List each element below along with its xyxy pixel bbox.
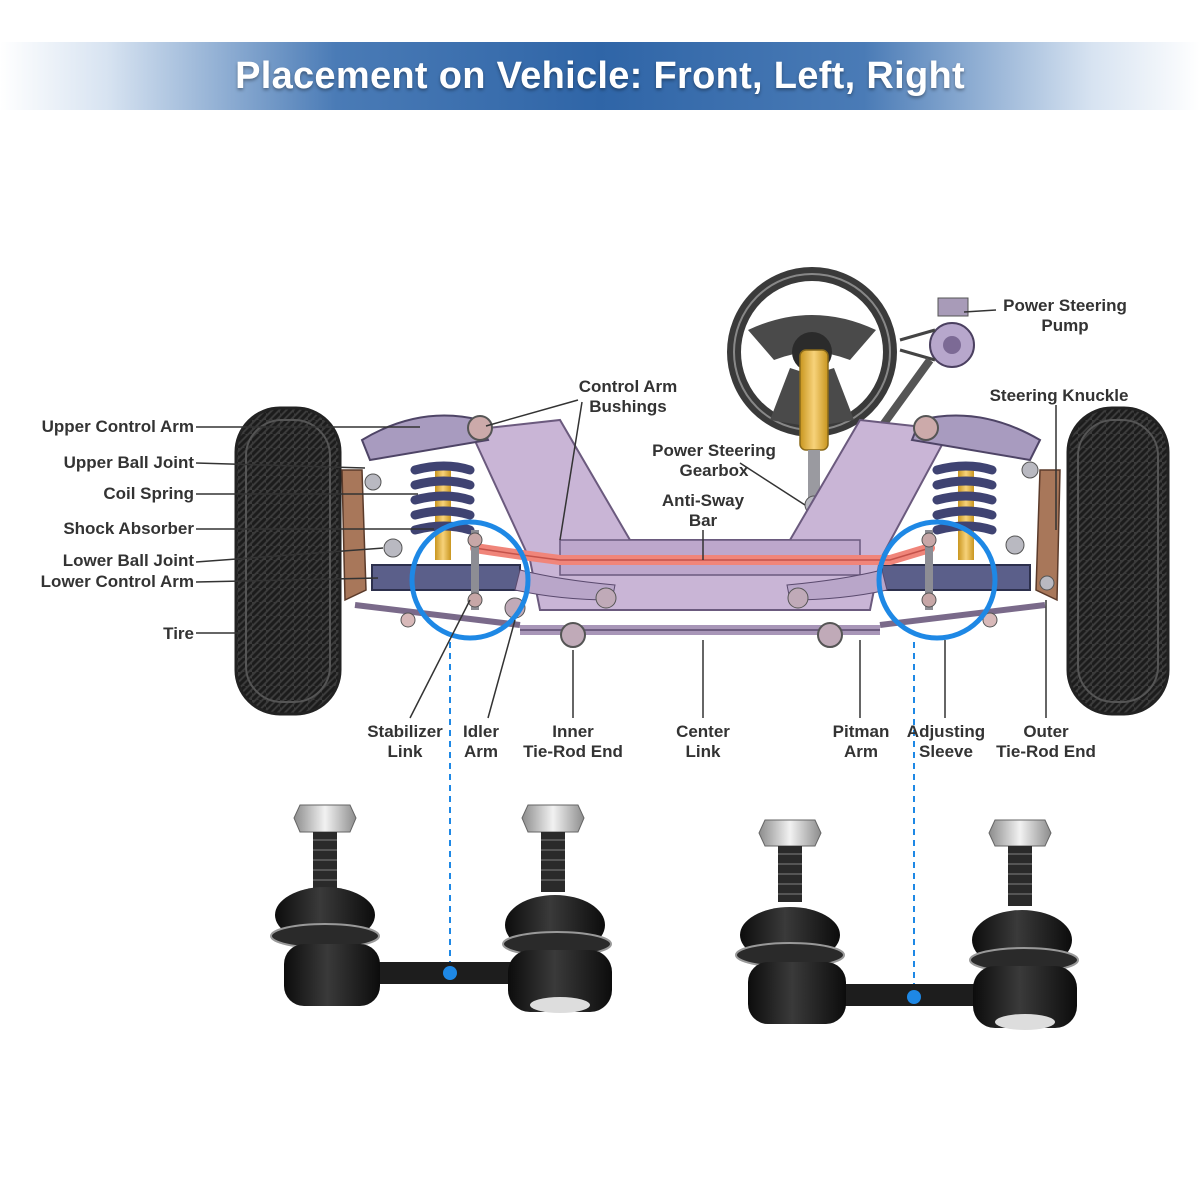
label-steering-knuckle: Steering Knuckle <box>989 386 1129 405</box>
label-tire: Tire <box>163 624 194 643</box>
stabilizer-link-product-right <box>735 819 1079 1030</box>
label-lower-control-arm: Lower Control Arm <box>40 572 194 591</box>
left-tire <box>234 406 342 716</box>
power-steering-pump <box>868 297 975 443</box>
label-shock-absorber: Shock Absorber <box>63 519 194 538</box>
label-coil-spring: Coil Spring <box>103 484 194 503</box>
right-tire <box>1066 406 1170 716</box>
label-lower-ball-joint: Lower Ball Joint <box>62 551 194 570</box>
diagram-stabilizer-links <box>467 530 937 610</box>
page-title: Placement on Vehicle: Front, Left, Right <box>235 55 965 97</box>
highlight-circle-right <box>876 519 998 641</box>
steering-linkage <box>354 575 1055 648</box>
steering-knuckles <box>341 461 1061 602</box>
leader-lines <box>195 309 1057 719</box>
upper-control-arms <box>360 414 1042 462</box>
stabilizer-link-product-left <box>270 804 612 1013</box>
label-upper-ball-joint: Upper Ball Joint <box>63 453 194 472</box>
title-banner <box>0 42 1200 110</box>
highlight-circle-left <box>409 519 531 641</box>
coil-springs <box>410 461 997 560</box>
label-upper-control-arm: Upper Control Arm <box>41 417 194 436</box>
